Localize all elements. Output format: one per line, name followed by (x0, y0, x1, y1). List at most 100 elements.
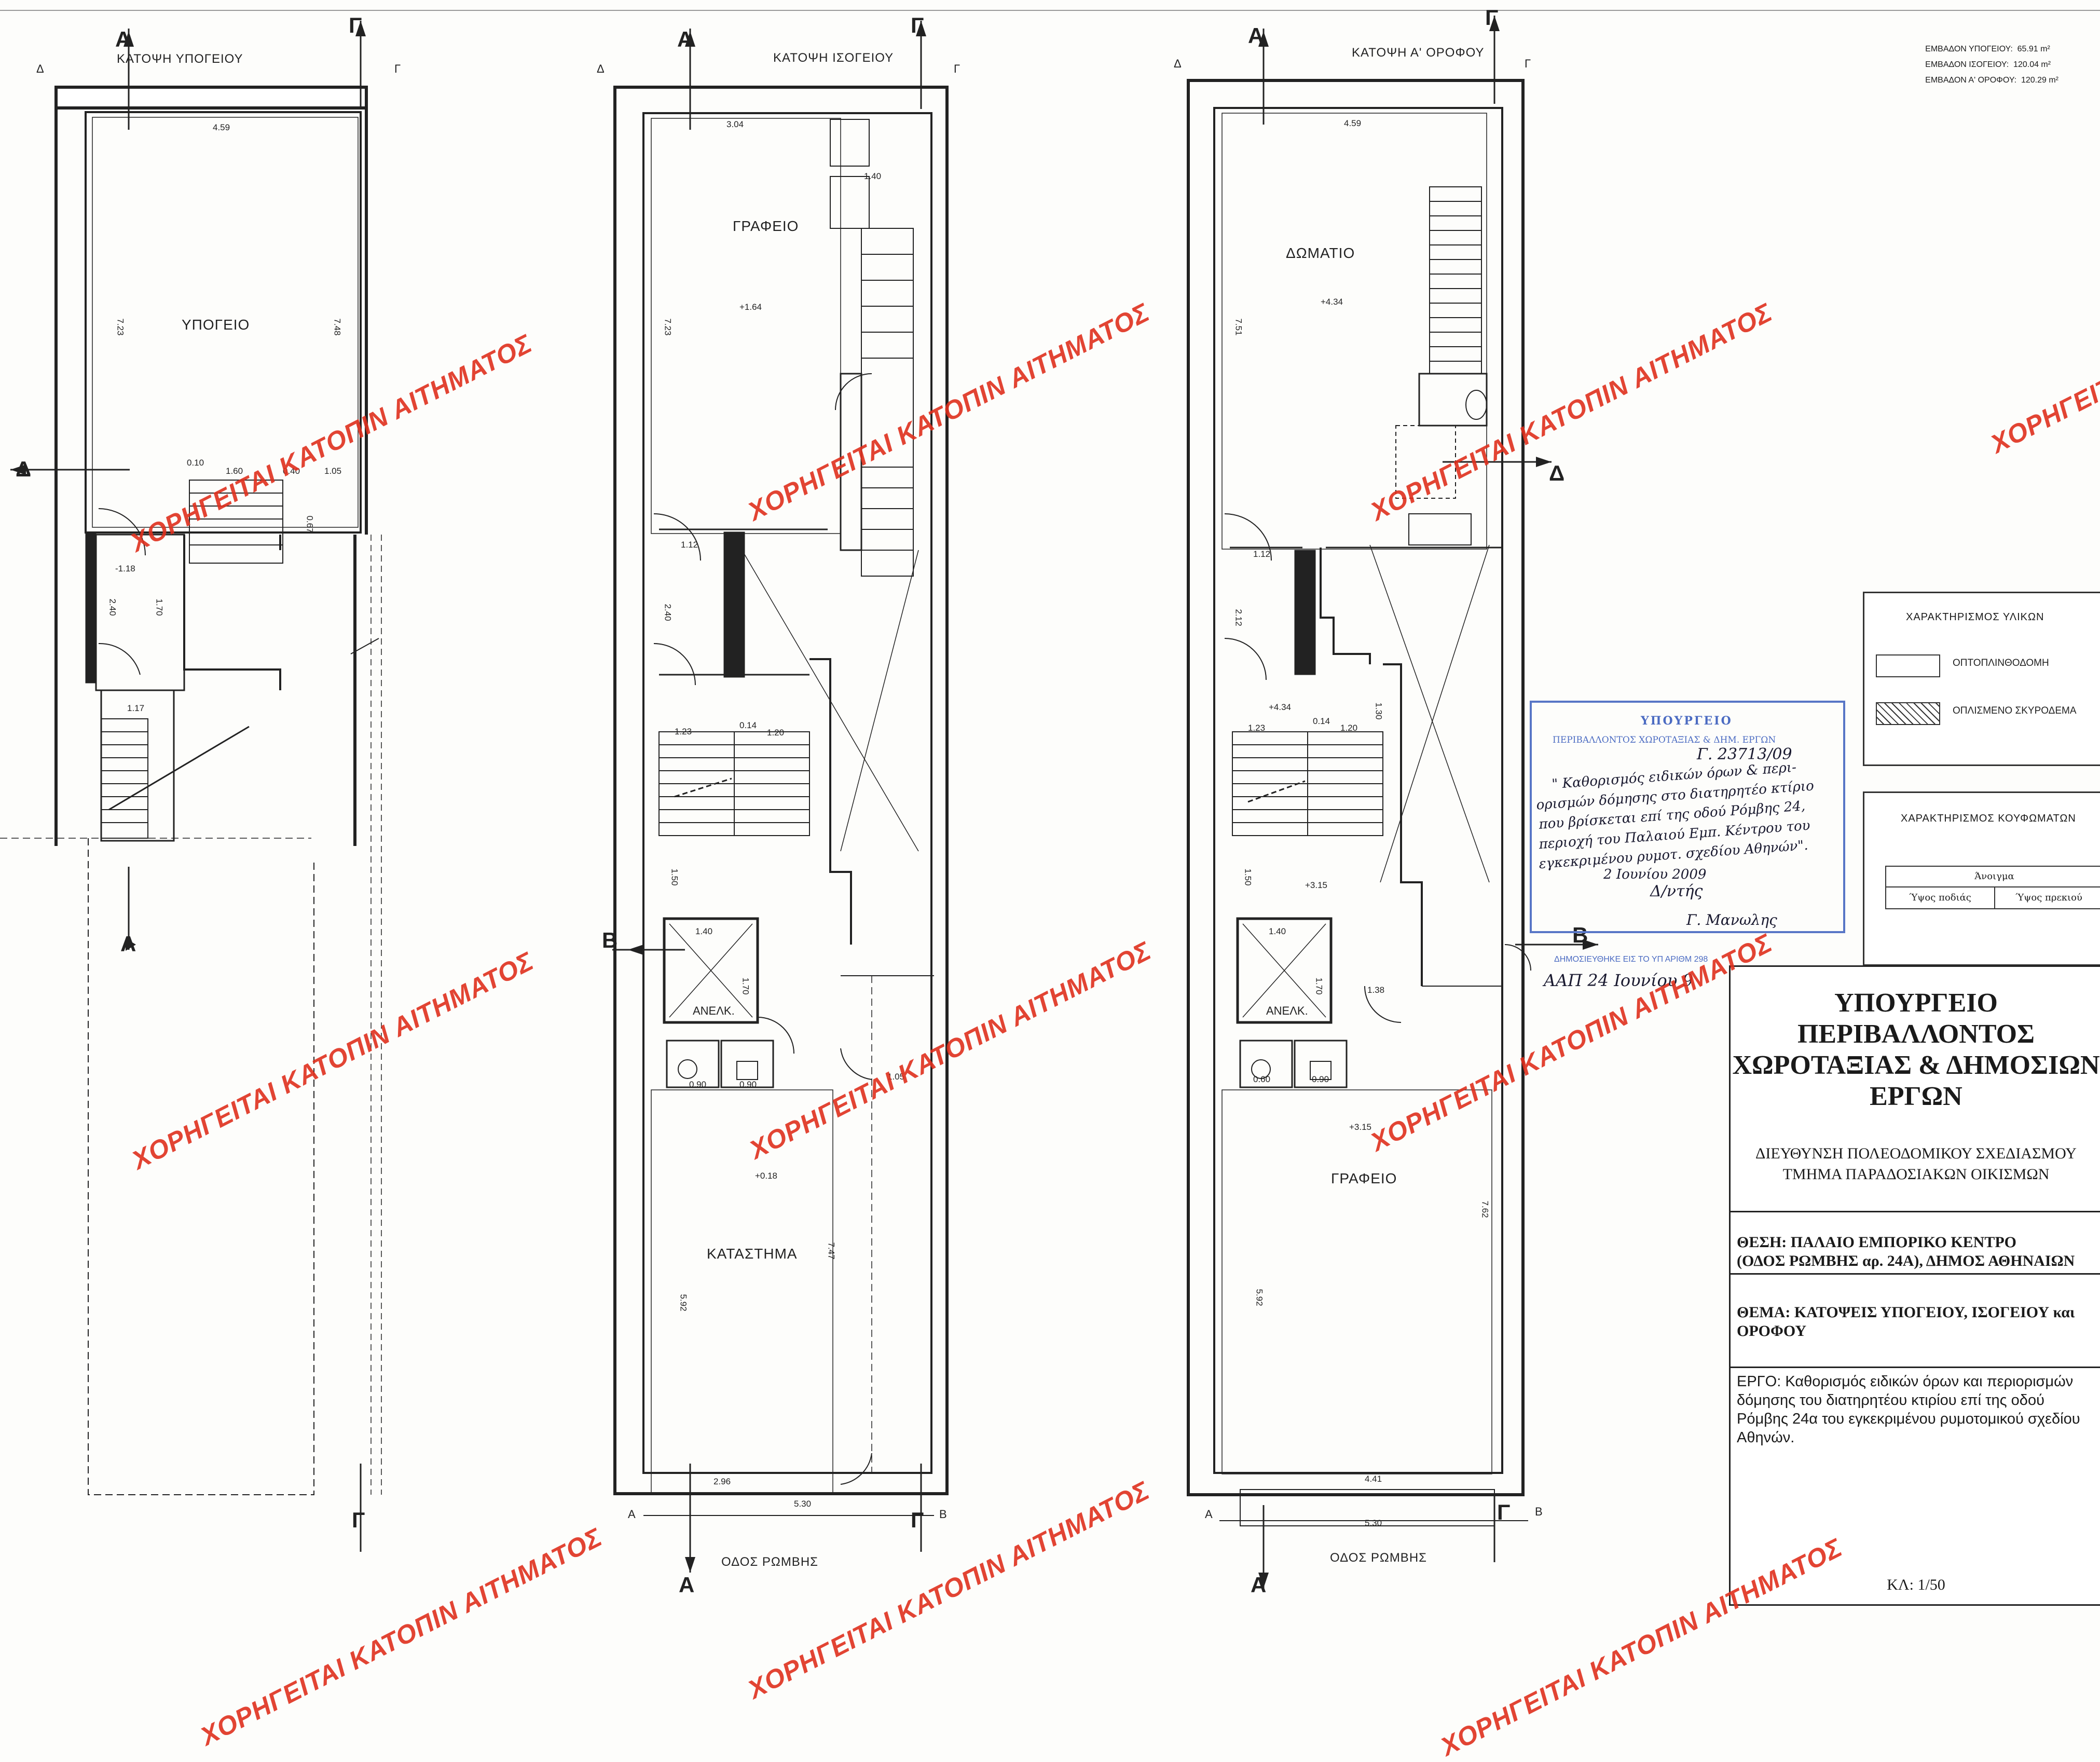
dim-ground-123: 1.23 (675, 727, 692, 736)
section-mark-a-bottom-ground: Α (679, 1573, 695, 1597)
thema-line1: ΘΕΜΑ: ΚΑΤΟΨΕΙΣ ΥΠΟΓΕΙΟΥ, ΙΣΟΓΕΙΟΥ και (1737, 1304, 2075, 1321)
dim-ground-elev-140: 1.40 (695, 926, 713, 936)
dim-basement-right: 7.48 (332, 318, 342, 336)
areas-summary: ΕΜΒΑΔΟΝ ΥΠΟΓΕΙΟΥ: 65.91 m² ΕΜΒΑΔΟΝ ΙΣΟΓΕ… (1925, 42, 2058, 88)
brick-label: ΟΠΤΟΠΛΙΝΘΟΔΟΜΗ (1953, 658, 2049, 668)
section-mark-d-first: Δ (1549, 461, 1565, 485)
dim-basement-117: 1.17 (127, 703, 145, 713)
dim-ground-120: 1.20 (767, 728, 785, 737)
corner-mark-a-ground: Α (628, 1508, 636, 1521)
area-row-basement: ΕΜΒΑΔΟΝ ΥΠΟΓΕΙΟΥ: 65.91 m² (1925, 45, 2050, 53)
dim-first-090: 0.90 (1312, 1074, 1329, 1084)
dim-basement-240: 2.40 (107, 598, 118, 616)
corner-mark-b-first: Β (1535, 1505, 1543, 1518)
section-mark-a-bottom-first: Α (1251, 1573, 1267, 1597)
ground-level-shop: +0.18 (755, 1171, 778, 1181)
dim-basement-160: 1.60 (226, 466, 243, 476)
stamp-sig1: Δ/ντής (1650, 882, 1703, 900)
area-row-first: ΕΜΒΑΔΟΝ Α' ΟΡΟΦΟΥ: 120.29 m² (1925, 76, 2058, 85)
materials-legend: ΧΑΡΑΚΤΗΡΙΣΜΟΣ ΥΛΙΚΩΝ ΟΠΤΟΠΛΙΝΘΟΔΟΜΗ ΟΠΛΙ… (1863, 592, 2100, 766)
first-elevator-label: ΑΝΕΛΚ. (1266, 1004, 1308, 1017)
dim-first-212: 2.12 (1233, 609, 1244, 626)
first-width: 5.30 (1365, 1518, 1382, 1528)
dim-first-751: 7.51 (1233, 318, 1244, 336)
dim-first-130: 1.30 (1374, 702, 1384, 720)
ground-width: 5.30 (794, 1499, 812, 1509)
dim-basement-170: 1.70 (154, 598, 164, 616)
opening-header: Άνοιγμα (1886, 867, 2100, 887)
corner-mark-g-first: Γ (1525, 57, 1531, 70)
dim-first-123: 1.23 (1248, 723, 1266, 733)
dim-basement-067: 0.67 (305, 515, 315, 533)
ergo-line3: Ρόμβης 24α του εγκεκριμένου ρυμοτομικού … (1737, 1411, 2080, 1427)
section-mark-a-top-basement: Α (115, 27, 131, 51)
first-bedroom-label: ΔΩΜΑΤΙΟ (1286, 245, 1355, 261)
department-name: ΔΙΕΥΘΥΝΣΗ ΠΟΛΕΟΔΟΜΙΚΟΥ ΣΧΕΔΙΑΣΜΟΥ ΤΜΗΜΑ … (1755, 1145, 2077, 1183)
approval-stamp: ΥΠΟΥΡΓΕΙΟ ΠΕΡΙΒΑΛΛΟΝΤΟΣ ΧΩΡΟΤΑΞΙΑΣ & ΔΗΜ… (1530, 701, 1845, 933)
dim-first-170: 1.70 (1314, 977, 1324, 995)
section-mark-d-basement: Δ (16, 457, 32, 481)
first-street-label: ΟΔΟΣ ΡΩΜΒΗΣ (1330, 1551, 1427, 1565)
corner-mark-g: Γ (394, 62, 401, 75)
section-mark-g-bottom-basement: Γ (352, 1508, 365, 1532)
first-level-landing2: +3.15 (1305, 880, 1328, 890)
scale-label: ΚΛ: 1/50 (1887, 1576, 1945, 1593)
dim-first-762: 7.62 (1480, 1200, 1490, 1218)
frames-table: Άνοιγμα Ύψος ποδιάς Ύψος πρεκιού (1885, 866, 2100, 909)
dim-ground-090a: 0.90 (689, 1080, 707, 1089)
section-mark-g-top-ground: Γ (911, 13, 924, 37)
first-office-label: ΓΡΑΦΕΙΟ (1331, 1170, 1397, 1186)
ground-elevator-label: ΑΝΕΛΚ. (693, 1004, 735, 1017)
ergo-line1: ΕΡΓΟ: Καθορισμός ειδικών όρων και περιορ… (1737, 1373, 2074, 1390)
dim-first-459: 4.59 (1344, 118, 1362, 128)
corner-mark-a-first: Α (1205, 1508, 1213, 1521)
dim-first-060: 0.60 (1253, 1074, 1271, 1084)
basement-room-label: ΥΠΟΓΕΙΟ (182, 317, 250, 333)
stamp-line1: ΥΠΟΥΡΓΕΙΟ (1641, 714, 1733, 728)
ground-office-label: ΓΡΑΦΕΙΟ (733, 218, 799, 234)
stamp-ref: Γ. 23713/09 (1697, 745, 1792, 763)
basement-level: -1.18 (115, 564, 135, 573)
materials-legend-title: ΧΑΡΑΚΤΗΡΙΣΜΟΣ ΥΛΙΚΩΝ (1906, 611, 2044, 623)
dim-ground-014: 0.14 (739, 720, 757, 730)
section-arrows (10, 16, 1598, 1588)
area-row-ground: ΕΜΒΑΔΟΝ ΙΣΟΓΕΙΟΥ: 120.04 m² (1925, 60, 2051, 69)
dim-ground-150: 1.50 (669, 868, 680, 886)
dim-basement-010: 0.10 (187, 458, 204, 468)
section-mark-b-ground: Β (602, 928, 618, 952)
dim-ground-296: 2.96 (713, 1477, 731, 1486)
dim-ground-105: 1.05 (887, 1072, 905, 1082)
ground-street-label: ΟΔΟΣ ΡΩΜΒΗΣ (721, 1555, 818, 1569)
title-block: ΥΠΟΥΡΓΕΙΟ ΠΕΡΙΒΑΛΛΟΝΤΟΣ ΧΩΡΟΤΑΞΙΑΣ & ΔΗΜ… (1729, 965, 2100, 1606)
thesi-line2: (ΟΔΟΣ ΡΩΜΒΗΣ αρ. 24Α), ΔΗΜΟΣ ΑΘΗΝΑΙΩΝ (1737, 1252, 2075, 1269)
first-floor-plan (1187, 16, 1598, 1588)
ground-level-office: +1.64 (739, 302, 762, 312)
corner-mark-b-ground: Β (939, 1508, 947, 1521)
dim-first-592: 5.92 (1254, 1289, 1265, 1306)
first-plan-title: ΚΑΤΟΨΗ Α' ΟΡΟΦΟΥ (1352, 46, 1485, 60)
frames-legend-title: ΧΑΡΑΚΤΗΡΙΣΜΟΣ ΚΟΥΦΩΜΑΤΩΝ (1901, 813, 2076, 824)
stamp-pub: ΔΗΜΟΣΙΕΥΘΗΚΕ ΕΙΣ ΤΟ ΥΠ ΑΡΙΘΜ 298 (1554, 955, 1708, 964)
stamp-sig2: Γ. Μανωλης (1686, 911, 1777, 928)
stamp-line2: ΠΕΡΙΒΑΛΛΟΝΤΟΣ ΧΩΡΟΤΑΞΙΑΣ & ΔΗΜ. ΕΡΓΩΝ (1553, 735, 1776, 745)
dim-basement-width: 4.59 (213, 122, 230, 132)
floor-plans-drawing (0, 10, 2100, 1588)
section-mark-a-bottom-basement: Α (120, 932, 136, 956)
dim-ground-723: 7.23 (663, 318, 673, 336)
thema-row: ΘΕΜΑ: ΚΑΤΟΨΕΙΣ ΥΠΟΓΕΙΟΥ, ΙΣΟΓΕΙΟΥ και ΟΡ… (1731, 1273, 2100, 1342)
dim-ground-304: 3.04 (726, 119, 744, 129)
thesi-line1: ΘΕΣΗ: ΠΑΛΑΙΟ ΕΜΠΟΡΙΚΟ ΚΕΝΤΡΟ (1737, 1234, 2017, 1251)
ministry-name: ΥΠΟΥΡΓΕΙΟ ΠΕΡΙΒΑΛΛΟΝΤΟΣ ΧΩΡΟΤΑΞΙΑΣ & ΔΗΜ… (1732, 988, 2100, 1111)
dim-ground-240: 2.40 (663, 604, 673, 621)
ground-plan-title: ΚΑΤΟΨΗ ΙΣΟΓΕΙΟΥ (773, 51, 894, 65)
dim-ground-140: 1.40 (864, 171, 882, 181)
dim-first-150: 1.50 (1243, 868, 1253, 886)
dim-first-441: 4.41 (1365, 1474, 1382, 1484)
dim-ground-112: 1.12 (681, 540, 698, 550)
dim-basement-105: 1.05 (324, 466, 342, 476)
dim-basement-040: 0.40 (283, 466, 300, 476)
corner-mark-g-ground: Γ (954, 62, 960, 75)
section-mark-g-bottom-ground: Γ (911, 1508, 924, 1532)
ergo-line2: δόμησης του διατηρητέου κτιρίου επί της … (1737, 1392, 2044, 1409)
corner-mark-d-first: Δ (1174, 57, 1182, 70)
